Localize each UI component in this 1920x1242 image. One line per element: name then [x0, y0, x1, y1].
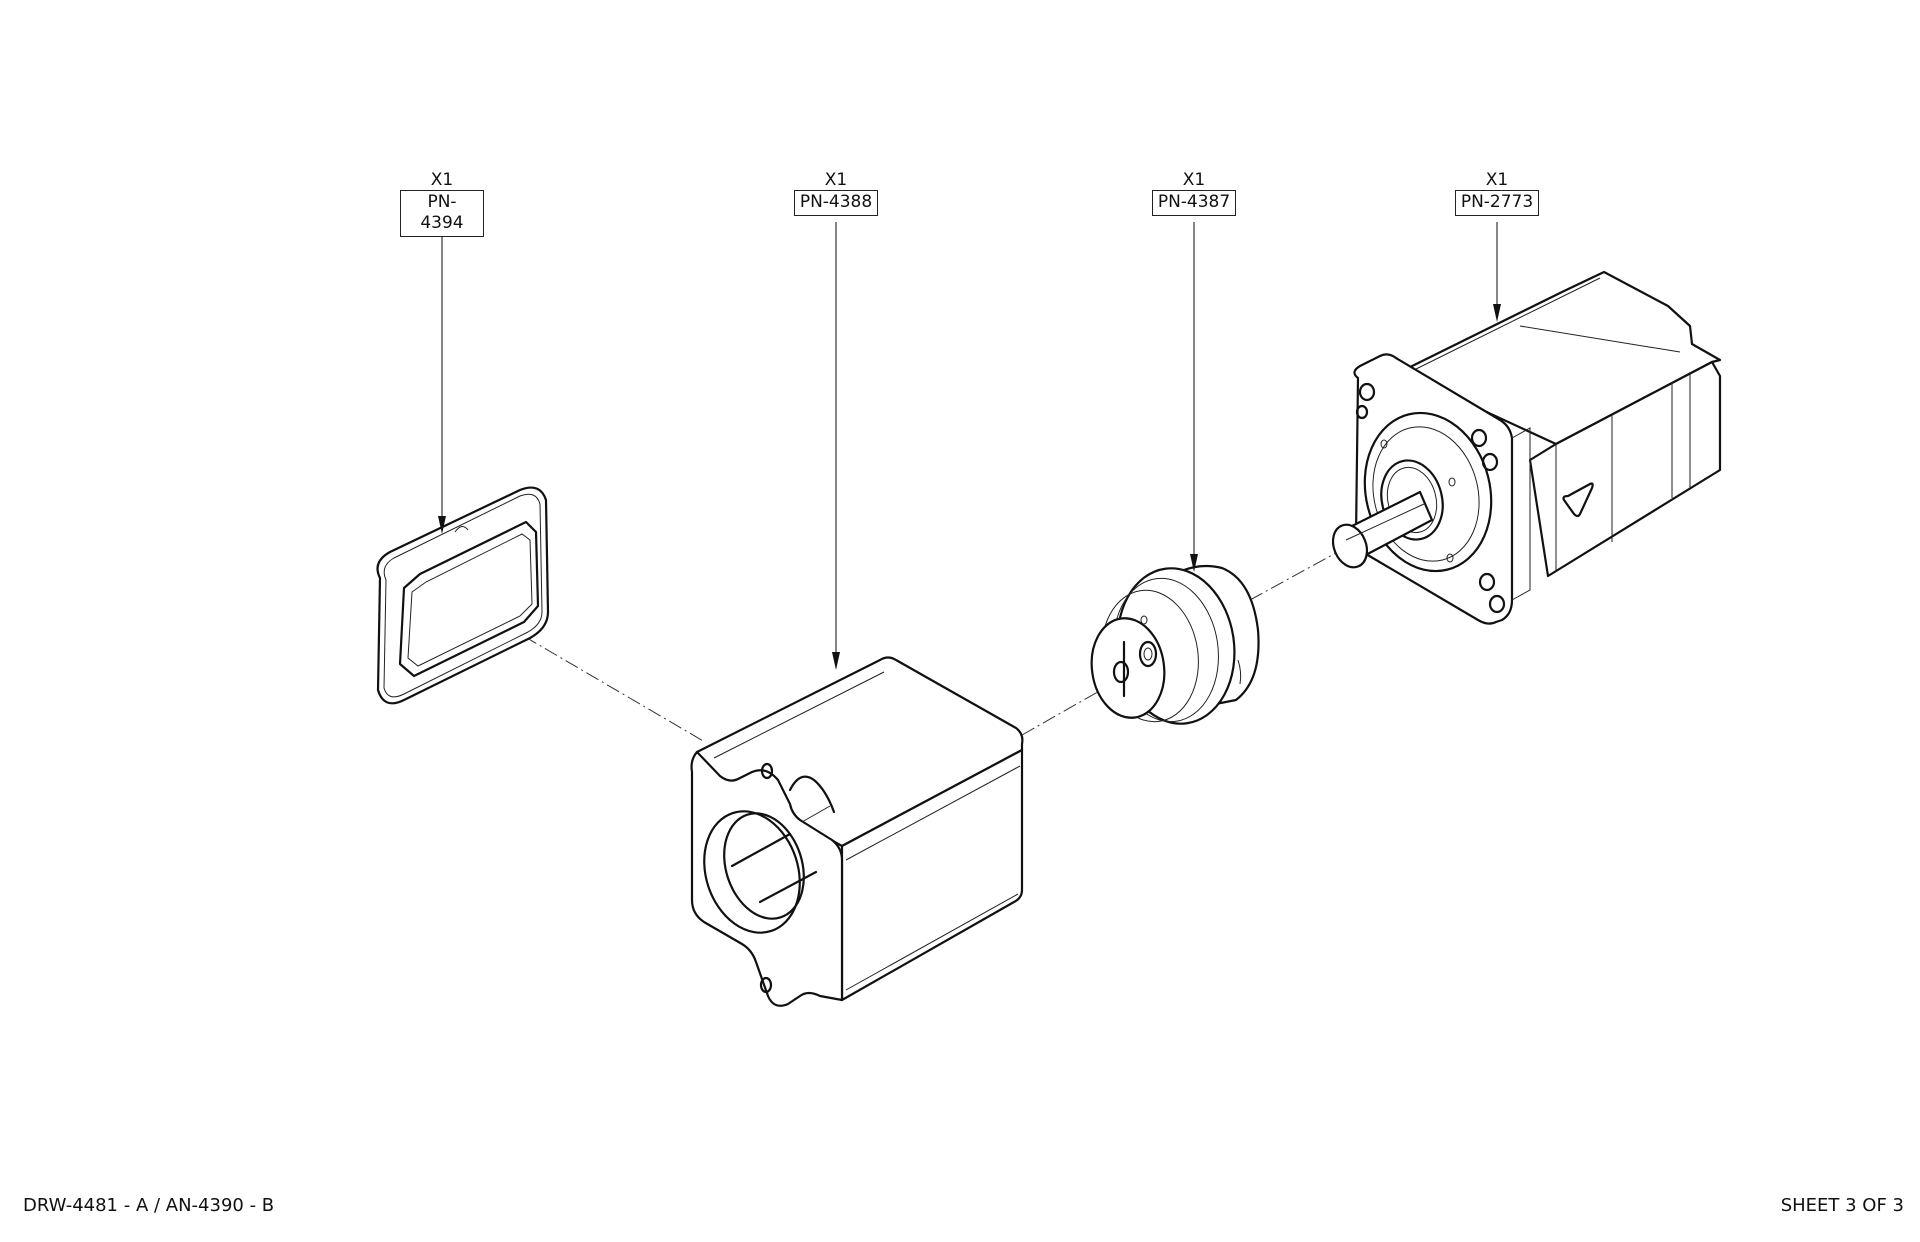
part-number-box: PN-4394 [400, 190, 484, 237]
callout-quantity: X1 [1182, 170, 1206, 190]
drawing-reference: DRW-4481 - A / AN-4390 - B [23, 1195, 275, 1216]
callout-pn-4387: X1 PN-4387 [1149, 170, 1239, 216]
sheet-number: SHEET 3 OF 3 [1780, 1195, 1904, 1216]
assembly-axis [461, 547, 1346, 743]
callout-pn-4394: X1 PN-4394 [400, 170, 484, 237]
callout-pn-2773: X1 PN-2773 [1452, 170, 1542, 216]
adapter-housing-drawing [690, 656, 1024, 1007]
part-number-box: PN-4387 [1151, 190, 1237, 216]
servo-motor-drawing [1331, 270, 1722, 625]
coupling-drawing [1090, 564, 1260, 725]
leader-lines [438, 222, 1501, 670]
part-number-box: PN-4388 [793, 190, 879, 216]
callout-pn-4388: X1 PN-4388 [791, 170, 881, 216]
callout-quantity: X1 [824, 170, 848, 190]
gasket-frame-drawing [376, 486, 550, 705]
part-number-box: PN-2773 [1454, 190, 1540, 216]
callout-quantity: X1 [430, 170, 454, 190]
callout-quantity: X1 [1485, 170, 1509, 190]
